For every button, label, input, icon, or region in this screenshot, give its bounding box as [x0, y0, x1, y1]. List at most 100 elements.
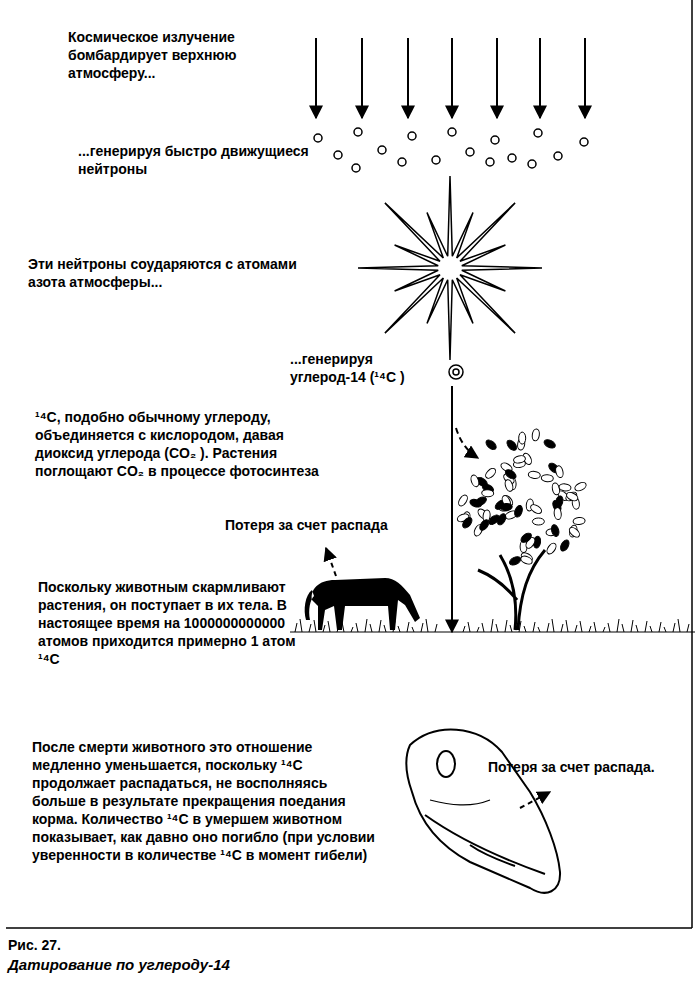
grass-blade: [594, 622, 596, 632]
grass-blade: [510, 625, 512, 632]
grass-blade: [589, 626, 591, 632]
grass-blade: [412, 627, 414, 632]
grass-blade: [631, 620, 633, 632]
leaf: [543, 438, 557, 450]
leaf: [478, 518, 491, 532]
leaf: [461, 516, 474, 530]
leaf: [484, 467, 497, 480]
grass-blade: [300, 619, 302, 632]
neutron: [448, 128, 456, 136]
neutron: [378, 146, 386, 154]
grass-blade: [561, 624, 563, 632]
leaf: [554, 507, 562, 520]
neutron: [554, 152, 562, 160]
grass: [290, 619, 695, 632]
leaf: [484, 438, 498, 451]
leaf: [551, 482, 560, 495]
grass-blade: [617, 619, 619, 632]
decay-label: Потеря за счет распада.: [488, 758, 655, 776]
leaf: [520, 555, 534, 566]
figure-number: Рис. 27.: [8, 936, 61, 954]
leaf: [554, 495, 564, 508]
leaf: [482, 489, 494, 497]
grass-blade: [468, 622, 470, 632]
leaf: [564, 490, 578, 502]
leaf: [470, 474, 481, 488]
grass-blade: [398, 626, 400, 632]
grass-blade: [384, 625, 386, 632]
neutron: [508, 154, 516, 162]
fall-arrow: [451, 386, 453, 632]
leaf: [505, 438, 518, 452]
leaf: [574, 481, 588, 493]
neutron: [580, 138, 588, 146]
animal-note: Поскольку животным скармливают растения,…: [38, 578, 300, 668]
leaf: [504, 479, 514, 493]
decay-arrow: [520, 792, 550, 808]
grass-blade: [482, 623, 484, 632]
grass-blade: [566, 620, 568, 632]
leaf: [528, 471, 541, 479]
neutron: [408, 132, 416, 140]
grass-blade: [407, 622, 409, 632]
collision-star: [358, 176, 542, 360]
grass-blade: [650, 626, 652, 632]
leaf: [545, 542, 558, 556]
ray-arrow: [407, 38, 409, 118]
leaf: [541, 474, 553, 482]
grass-blade: [379, 620, 381, 632]
grass-blade: [622, 624, 624, 632]
grass-blade: [533, 622, 535, 632]
grass-blade: [519, 621, 521, 632]
leaf: [573, 517, 586, 525]
grass-blade: [687, 624, 689, 632]
co2-note: ¹⁴C, подобно обычному углероду, объединя…: [35, 408, 340, 480]
neutron: [486, 158, 494, 166]
grass-blade: [505, 620, 507, 632]
leaf: [559, 539, 571, 553]
leaf: [496, 512, 508, 526]
leaf: [550, 524, 560, 537]
carbon-atom: [449, 365, 463, 379]
grass-blade: [491, 619, 493, 632]
neutron: [314, 134, 322, 142]
grass-blade: [659, 622, 661, 632]
ray-arrow: [584, 38, 586, 118]
frame-line: [6, 927, 692, 929]
horse-skull: [406, 730, 560, 893]
neutron: [354, 128, 362, 136]
leaf: [500, 503, 513, 511]
neutron: [528, 160, 536, 168]
grass-blade: [477, 627, 479, 632]
grass-blade: [645, 621, 647, 632]
leaf: [532, 518, 544, 525]
grass-blade: [496, 624, 498, 632]
grass-blade: [421, 623, 423, 632]
neutron-note: ...генерируя быстро движущиеся нейтроны: [78, 142, 310, 178]
grass-blade: [309, 624, 311, 632]
leaf: [508, 555, 522, 567]
frame-line: [691, 0, 693, 928]
grass-blade: [664, 627, 666, 632]
figure-caption: Датирование по углероду-14: [8, 956, 230, 974]
neutron: [334, 151, 342, 159]
grass-blade: [538, 627, 540, 632]
collision-note: Эти нейтроны соударяются с атомами азота…: [28, 255, 300, 291]
neutron: [466, 148, 474, 156]
ray-arrow: [539, 38, 541, 118]
carbon-note: ...генерируя углерод-14 (¹⁴C ): [290, 350, 440, 386]
ray-arrow: [496, 38, 498, 118]
grass-blade: [580, 621, 582, 632]
leaf: [519, 432, 526, 444]
leaf: [474, 495, 488, 507]
leaf: [513, 455, 526, 465]
grass-blade: [435, 624, 437, 632]
cosmic-rays: [316, 38, 585, 118]
neutron: [491, 136, 499, 144]
absorb-arrow: [456, 428, 478, 458]
grass-blade: [547, 623, 549, 632]
grass-blade: [463, 626, 465, 632]
neutron: [534, 129, 542, 137]
neutron: [352, 164, 360, 172]
leaf: [559, 483, 572, 491]
